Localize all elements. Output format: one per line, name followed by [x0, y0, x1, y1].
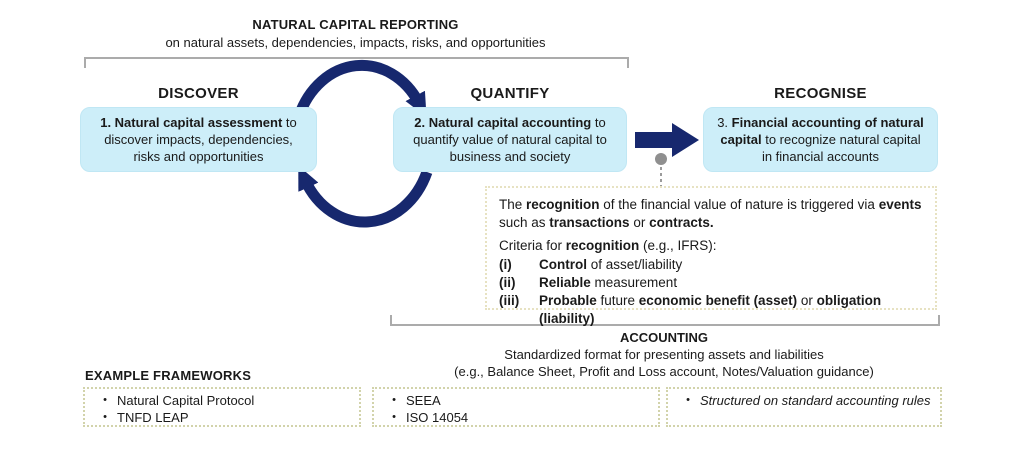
framework-item: • Natural Capital Protocol — [93, 392, 351, 409]
framework-item: • SEEA — [382, 392, 650, 409]
bullet-icon: • — [686, 394, 690, 406]
note-item-number: (i) — [499, 257, 512, 273]
frameworks-box-recognise: • Structured on standard accounting rule… — [666, 387, 942, 427]
note-criteria-label: Criteria for recognition (e.g., IFRS): — [499, 238, 717, 254]
framework-label: Natural Capital Protocol — [117, 393, 255, 408]
bullet-icon: • — [392, 394, 396, 406]
framework-item: • ISO 14054 — [382, 409, 650, 426]
bullet-icon: • — [103, 411, 107, 424]
frameworks-box-discover: • Natural Capital Protocol • TNFD LEAP — [83, 387, 361, 427]
stage-box-quantify-text: 2. Natural capital accounting to quantif… — [413, 114, 607, 165]
page-title: NATURAL CAPITAL REPORTING — [252, 17, 459, 32]
framework-label: SEEA — [406, 393, 441, 408]
bullet-icon: • — [103, 394, 107, 406]
framework-item: • TNFD LEAP — [93, 409, 351, 426]
stage-box-quantify: 2. Natural capital accounting to quantif… — [393, 107, 627, 172]
note-item: (iii) Probable future economic benefit (… — [499, 292, 923, 328]
note-item-text: Probable future economic benefit (asset)… — [539, 293, 882, 327]
accounting-title: ACCOUNTING — [619, 330, 709, 345]
accounting-line-1: Standardized format for presenting asset… — [504, 347, 824, 362]
note-item-number: (ii) — [499, 275, 516, 291]
connector-dot-icon — [655, 153, 667, 165]
framework-label: ISO 14054 — [406, 410, 469, 426]
accounting-bracket — [390, 315, 940, 326]
stage-box-discover: 1. Natural capital assessment to discove… — [80, 107, 317, 172]
note-item-text: Control of asset/liability — [539, 257, 683, 273]
stage-heading-quantify: QUANTIFY — [470, 85, 550, 102]
right-arrow-icon — [635, 123, 699, 157]
note-item-number: (iii) — [499, 293, 520, 309]
stage-box-recognise: 3. Financial accounting of natural capit… — [703, 107, 938, 172]
framework-label: TNFD LEAP — [117, 410, 189, 426]
note-intro: The recognition of the financial value o… — [499, 197, 922, 231]
stage-heading-discover: DISCOVER — [158, 85, 239, 102]
note-item: (i) Control of asset/liability — [499, 256, 923, 274]
accounting-line-2: (e.g., Balance Sheet, Profit and Loss ac… — [454, 364, 874, 379]
page-subtitle: on natural assets, dependencies, impacts… — [165, 35, 546, 50]
recognition-note-box: The recognition of the financial value o… — [485, 186, 937, 326]
stage-box-recognise-text: 3. Financial accounting of natural capit… — [717, 114, 924, 165]
bullet-icon: • — [392, 411, 396, 424]
frameworks-box-quantify: • SEEA • ISO 14054 — [372, 387, 660, 427]
framework-label: Structured on standard accounting rules — [700, 393, 931, 408]
top-bracket — [84, 57, 629, 68]
note-item-text: Reliable measurement — [539, 275, 678, 291]
note-item: (ii) Reliable measurement — [499, 274, 923, 292]
stage-box-discover-text: 1. Natural capital assessment to discove… — [100, 114, 297, 165]
frameworks-heading: EXAMPLE FRAMEWORKS — [85, 368, 252, 383]
framework-item: • Structured on standard accounting rule… — [676, 392, 932, 409]
stage-heading-recognise: RECOGNISE — [774, 85, 867, 102]
